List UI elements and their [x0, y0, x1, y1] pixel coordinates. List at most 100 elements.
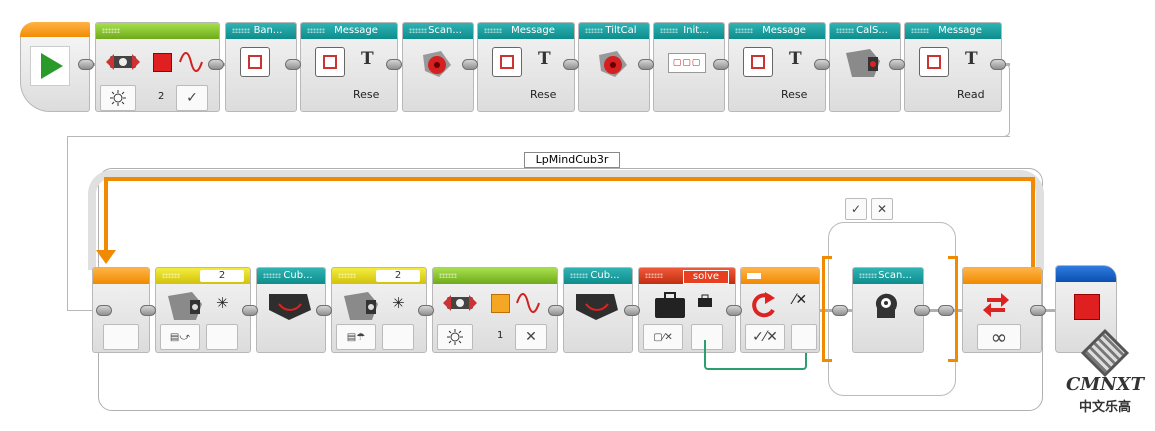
seq-plug[interactable]: [418, 305, 434, 316]
seq-plug[interactable]: [548, 305, 564, 316]
seq-plug[interactable]: [713, 59, 729, 70]
logic-switch-block[interactable]: ⁄✕ ✓⁄✕: [740, 267, 820, 353]
message-block-1-label: Message: [334, 25, 378, 36]
loop-count-button[interactable]: ∞: [977, 324, 1021, 350]
seq-plug[interactable]: [889, 59, 905, 70]
loop-arrow-icon: [96, 250, 116, 264]
light2-mode-button[interactable]: [437, 324, 473, 350]
init-block-label: Init...: [683, 25, 709, 36]
color2-port[interactable]: 2: [376, 270, 420, 282]
color2-output: [382, 324, 414, 350]
sequence-return-horizontal: [68, 136, 1010, 137]
color1-output: [206, 324, 238, 350]
reflect-light-icon: ✳: [392, 294, 405, 312]
sequence-return-vertical: [67, 136, 68, 311]
message-block-3[interactable]: Message T Rese: [728, 22, 826, 112]
sequence-return-lead: [67, 310, 95, 311]
seq-plug[interactable]: [563, 59, 579, 70]
variable-output: [691, 324, 723, 350]
light-mode-button[interactable]: [100, 85, 136, 111]
color-sensor-block-2[interactable]: 2 ✳ ▤☂: [331, 267, 427, 353]
brick-status-light-block[interactable]: 2 ✓: [95, 22, 220, 112]
scan-block-2[interactable]: Scan...: [852, 267, 924, 353]
message-4-text-value[interactable]: Read: [957, 88, 985, 101]
message-1-text-value[interactable]: Rese: [353, 88, 380, 101]
text-type-icon: T: [361, 49, 374, 69]
seq-plug[interactable]: [638, 59, 654, 70]
seq-plug[interactable]: [140, 305, 156, 316]
message-block-2[interactable]: Message T Rese: [477, 22, 575, 112]
stop-square-icon: [153, 53, 172, 72]
message-block-1[interactable]: Message T Rese: [300, 22, 398, 112]
tiltcal-block-label: TiltCal: [605, 25, 637, 36]
briefcase-icon: [653, 290, 687, 320]
banner-block-label: Ban...: [253, 25, 283, 36]
rotate-arrow-icon: [749, 290, 779, 320]
seq-plug[interactable]: [96, 305, 112, 316]
variable-block-solve[interactable]: solve ▢⁄✕: [638, 267, 736, 353]
seq-plug[interactable]: [938, 305, 954, 316]
loop-name-label[interactable]: LpMindCub3r: [524, 152, 620, 168]
color2-mode-button[interactable]: ▤☂: [336, 324, 376, 350]
switch-right-bracket: [948, 256, 958, 362]
switch-mode-button[interactable]: ✓⁄✕: [745, 324, 785, 350]
motor-icon: [595, 47, 631, 81]
seq-plug[interactable]: [285, 59, 301, 70]
seq-plug[interactable]: [316, 305, 332, 316]
logo-emblem-icon: [1080, 328, 1130, 378]
cub-block-1[interactable]: Cub...: [256, 267, 326, 353]
seq-plug[interactable]: [990, 59, 1006, 70]
orange-square-icon: [491, 294, 510, 313]
variable-mode-button[interactable]: ▢⁄✕: [643, 324, 683, 350]
seq-plug[interactable]: [1030, 305, 1046, 316]
my-block-icon: [743, 47, 773, 77]
pulse-wave-icon: [178, 50, 204, 78]
logo-main-text: CMNXT: [1065, 374, 1145, 395]
switch-true-tab[interactable]: ✓: [845, 198, 867, 220]
message-block-2-label: Message: [511, 25, 555, 36]
message-block-4-label: Message: [938, 25, 982, 36]
seq-plug[interactable]: [726, 305, 742, 316]
motor-large-icon: [572, 290, 622, 324]
color1-mode-button[interactable]: ▤⤻: [160, 324, 200, 350]
light-port-value[interactable]: 2: [158, 91, 165, 102]
loop-start-port: [103, 324, 139, 350]
brick-light-icon: [441, 290, 479, 316]
seq-plug[interactable]: [208, 59, 224, 70]
cub-block-2[interactable]: Cub...: [563, 267, 633, 353]
seq-plug[interactable]: [814, 59, 830, 70]
start-block[interactable]: [20, 22, 90, 112]
light2-port-value[interactable]: 1: [497, 330, 504, 341]
switch-left-bracket: [822, 256, 832, 362]
color-sensor-icon: [844, 47, 884, 81]
message-2-text-value[interactable]: Rese: [530, 88, 557, 101]
cmnxt-logo: CMNXT 中文乐高: [1060, 328, 1150, 426]
seq-plug[interactable]: [386, 59, 402, 70]
cub-block-2-label: Cub...: [590, 270, 620, 281]
array-icon: ▢▢▢: [668, 53, 706, 73]
light-pulse-toggle[interactable]: ✓: [176, 85, 208, 111]
seq-plug[interactable]: [914, 305, 930, 316]
my-block-icon: [919, 47, 949, 77]
color-sensor-icon: [342, 290, 382, 324]
loop-end-block[interactable]: ∞: [962, 267, 1042, 353]
play-icon[interactable]: [30, 46, 70, 86]
message-block-4[interactable]: Message T Read: [904, 22, 1002, 112]
text-type-icon: T: [789, 49, 802, 69]
seq-plug[interactable]: [832, 305, 848, 316]
color1-port[interactable]: 2: [200, 270, 244, 282]
seq-plug[interactable]: [78, 59, 94, 70]
scan-block-1-label: Scan...: [428, 25, 462, 36]
loop-right-bar: [1031, 177, 1035, 269]
color-sensor-block-1[interactable]: 2 ✳ ▤⤻: [155, 267, 251, 353]
brick-status-light-block-2[interactable]: 1 ✕: [432, 267, 558, 353]
seq-plug[interactable]: [624, 305, 640, 316]
switch-false-tab[interactable]: ✕: [871, 198, 893, 220]
seq-plug[interactable]: [462, 59, 478, 70]
light2-pulse-toggle[interactable]: ✕: [515, 324, 547, 350]
message-3-text-value[interactable]: Rese: [781, 88, 808, 101]
variable-name-tag[interactable]: solve: [683, 270, 729, 284]
scan-block-2-label: Scan...: [878, 270, 912, 281]
brick-light-icon: [104, 49, 142, 75]
seq-plug[interactable]: [242, 305, 258, 316]
